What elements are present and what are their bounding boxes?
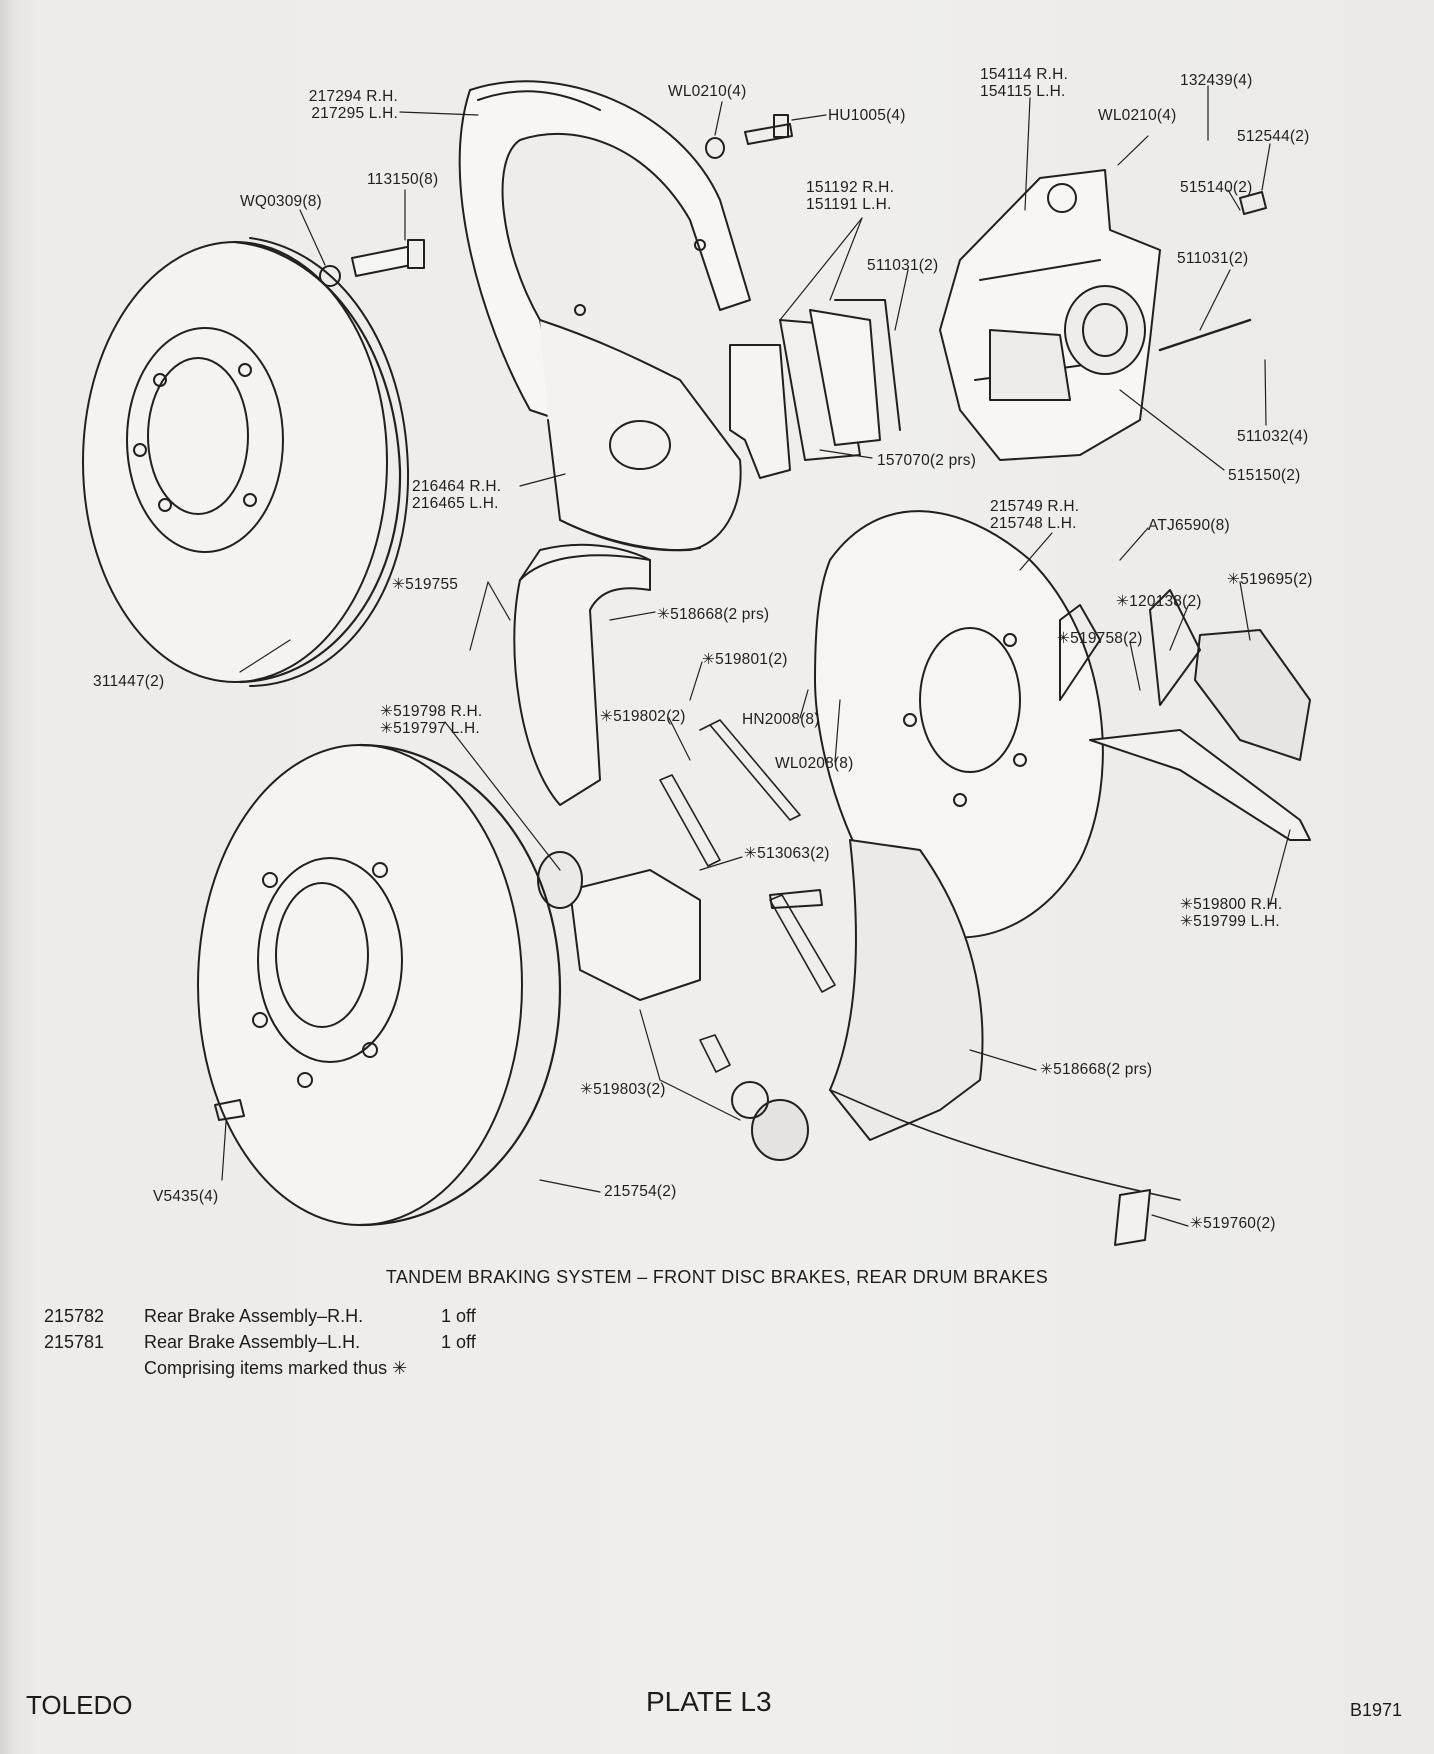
assembly-part-2: 215781	[44, 1332, 105, 1352]
part-label-l217294: 217294 R.H. 217295 L.H.	[308, 88, 398, 122]
part-label-lHU1005: HU1005(4)	[828, 107, 906, 124]
part-label-l519803: ✳519803(2)	[580, 1081, 666, 1098]
part-label-l519801: ✳519801(2)	[702, 651, 788, 668]
part-label-l519760: ✳519760(2)	[1190, 1215, 1276, 1232]
retaining-clip	[1114, 1189, 1151, 1246]
part-label-lHN2008: HN2008(8)	[742, 711, 820, 728]
part-label-l513063: ✳513063(2)	[744, 845, 830, 862]
part-label-l515140: 515140(2)	[1180, 179, 1253, 196]
part-label-l518668a: ✳518668(2 prs)	[657, 606, 770, 623]
footer-code: B1971	[1350, 1700, 1403, 1720]
leader-lines	[221, 85, 1291, 1227]
part-label-l519758: ✳519758(2)	[1057, 630, 1143, 647]
part-label-l215749: 215749 R.H. 215748 L.H.	[990, 498, 1080, 532]
assembly-desc-1: Rear Brake Assembly–R.H.	[144, 1306, 364, 1326]
brake-drum	[197, 743, 562, 1227]
part-label-l519800: ✳519800 R.H. ✳519799 L.H.	[1180, 896, 1283, 930]
part-label-l120138: ✳120138(2)	[1116, 593, 1202, 610]
part-label-l512544: 512544(2)	[1237, 128, 1310, 145]
part-label-l132439: 132439(4)	[1180, 72, 1253, 89]
part-label-lWL0210a: WL0210(4)	[668, 83, 747, 100]
part-label-l511032: 511032(4)	[1237, 428, 1309, 445]
assembly-qty-1: 1 off	[441, 1306, 476, 1326]
disc-splash-shield	[458, 80, 751, 552]
brake-caliper	[939, 169, 1267, 461]
brake-disc	[82, 237, 410, 687]
part-label-lWL0208: WL0208(8)	[775, 755, 854, 772]
part-label-l311447: 311447(2)	[93, 673, 165, 690]
part-label-l511031a: 511031(2)	[867, 257, 939, 274]
return-springs	[659, 719, 836, 1073]
footer-model: TOLEDO	[26, 1690, 133, 1720]
part-label-l151192: 151192 R.H. 151191 L.H.	[806, 179, 895, 213]
diagram-caption: TANDEM BRAKING SYSTEM – FRONT DISC BRAKE…	[385, 1267, 1049, 1287]
part-label-l113150: 113150(8)	[367, 171, 439, 188]
part-label-l519798: ✳519798 R.H. ✳519797 L.H.	[380, 703, 483, 737]
wheel-cylinder	[537, 851, 823, 1161]
part-label-l216464: 216464 R.H. 216465 L.H.	[412, 478, 502, 512]
part-label-lATJ6590: ATJ6590(8)	[1148, 517, 1230, 534]
assembly-part-1: 215782	[44, 1306, 105, 1326]
footer-plate: PLATE L3	[646, 1686, 772, 1717]
part-label-lV5435: V5435(4)	[153, 1188, 219, 1205]
part-label-l519802: ✳519802(2)	[600, 708, 686, 725]
part-label-lWL0210b: WL0210(4)	[1098, 107, 1177, 124]
part-label-l518668b: ✳518668(2 prs)	[1040, 1061, 1153, 1078]
part-label-l154114: 154114 R.H. 154115 L.H.	[980, 66, 1069, 100]
part-label-l215754: 215754(2)	[604, 1183, 677, 1200]
assembly-desc-2: Rear Brake Assembly–L.H.	[144, 1332, 361, 1352]
part-label-l511031b: 511031(2)	[1177, 250, 1249, 267]
part-label-l519695: ✳519695(2)	[1227, 571, 1313, 588]
assembly-qty-2: 1 off	[441, 1332, 476, 1352]
brake-shoe-upper	[513, 543, 651, 806]
assembly-note: Comprising items marked thus ✳	[144, 1358, 408, 1378]
part-label-l515150: 515150(2)	[1228, 467, 1301, 484]
fasteners-top-left	[319, 114, 793, 287]
brake-shoe-lower	[829, 839, 1181, 1201]
brake-pads	[729, 299, 901, 479]
part-label-lWQ0309: WQ0309(8)	[240, 193, 322, 210]
part-label-l519755: ✳519755	[392, 576, 459, 593]
backing-plate	[814, 510, 1311, 939]
part-label-l157070: 157070(2 prs)	[877, 452, 977, 469]
